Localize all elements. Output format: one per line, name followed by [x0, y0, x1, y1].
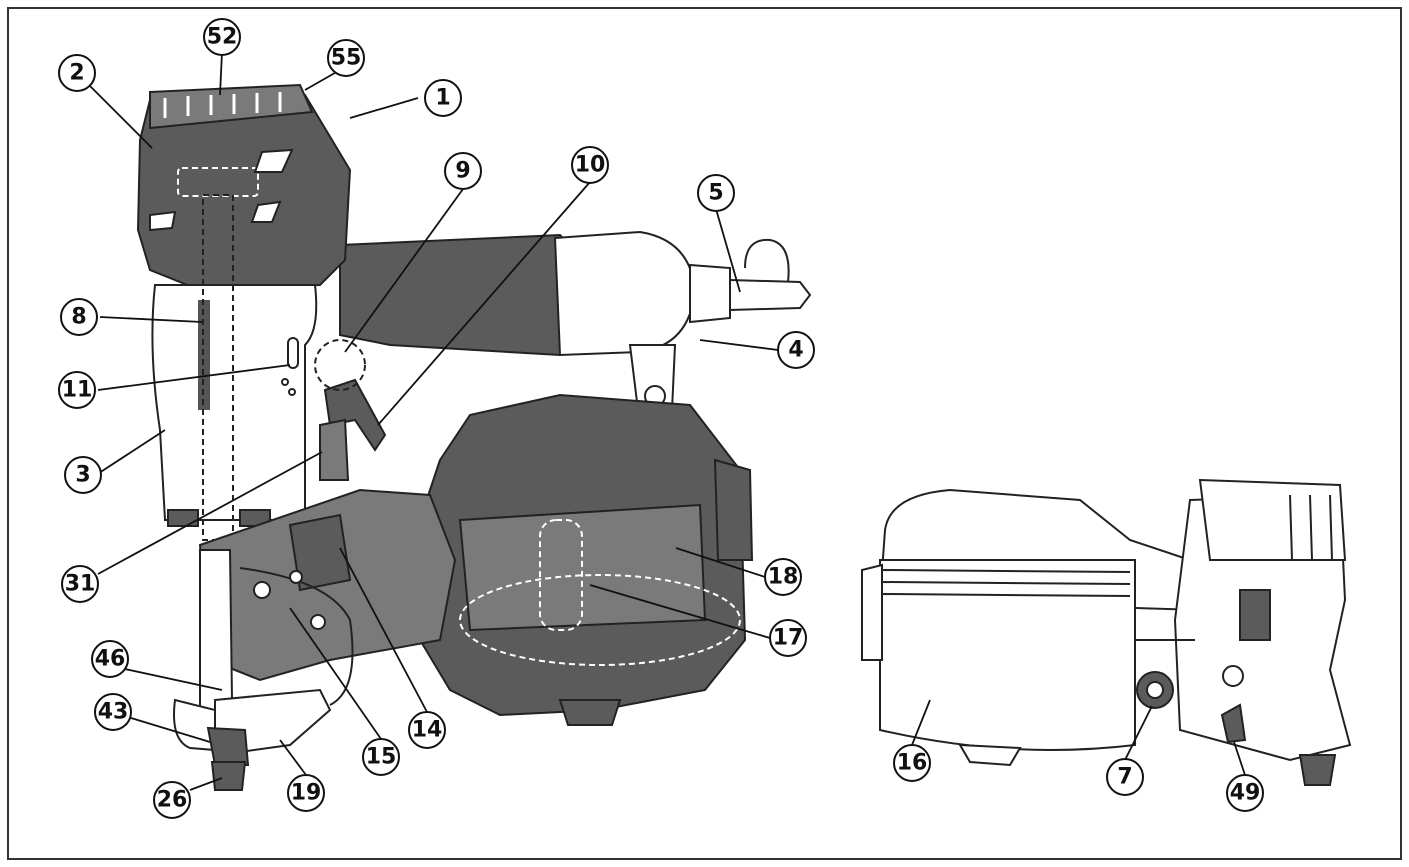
leader-lines — [85, 51, 1246, 791]
tool-rear-view — [861, 478, 1352, 786]
magazine-nail-coil-outline — [459, 574, 741, 666]
rear-lever — [1220, 703, 1247, 744]
magazine-base — [558, 699, 622, 726]
feeder-screw-1 — [253, 581, 271, 599]
exhaust-top — [149, 83, 314, 130]
svg-text:15: 15 — [366, 745, 397, 770]
svg-text:1: 1 — [435, 86, 450, 111]
svg-text:46: 46 — [95, 647, 126, 672]
callout-7: 7 — [1106, 758, 1144, 796]
exhaust-window-2 — [253, 148, 294, 173]
callout-52: 52 — [203, 18, 241, 56]
exhaust-window-1 — [149, 210, 177, 232]
svg-text:9: 9 — [455, 159, 470, 184]
feeder-screw-3 — [289, 570, 303, 584]
trigger-detail-circle — [314, 339, 366, 391]
adjuster-knob — [287, 337, 299, 369]
svg-text:3: 3 — [75, 463, 90, 488]
svg-text:14: 14 — [412, 718, 443, 743]
feeder-screw-2 — [310, 614, 326, 630]
svg-text:26: 26 — [157, 788, 188, 813]
air-plug-body — [689, 263, 731, 324]
rear-magazine-ridges — [881, 569, 1131, 597]
svg-text:31: 31 — [65, 572, 96, 597]
callout-31: 31 — [61, 565, 99, 603]
svg-text:49: 49 — [1230, 781, 1261, 806]
tool-side-view — [136, 83, 812, 791]
callout-49: 49 — [1226, 774, 1264, 812]
rear-adjust-knob-center — [1146, 681, 1164, 699]
svg-text:11: 11 — [62, 378, 93, 403]
callout-43: 43 — [94, 693, 132, 731]
callout-1: 1 — [424, 79, 462, 117]
adjuster-dot-1 — [281, 378, 289, 386]
svg-text:18: 18 — [768, 565, 799, 590]
handle-grip — [339, 233, 576, 357]
body-feet — [167, 509, 271, 527]
svg-text:52: 52 — [207, 25, 238, 50]
svg-text:7: 7 — [1117, 765, 1132, 790]
callout-2: 2 — [58, 54, 96, 92]
body-cylinder — [151, 284, 318, 521]
callout-26: 26 — [153, 781, 191, 819]
callout-17: 17 — [769, 619, 807, 657]
callout-8: 8 — [60, 298, 98, 336]
svg-text:16: 16 — [897, 751, 928, 776]
air-plug-fitting — [729, 279, 812, 311]
svg-text:19: 19 — [291, 781, 322, 806]
svg-text:17: 17 — [773, 626, 804, 651]
callout-5: 5 — [697, 174, 735, 212]
exhaust-window-3 — [250, 200, 282, 223]
rear-head-fins — [1289, 494, 1333, 561]
nose-tip-base — [210, 761, 247, 791]
handle-end-cap — [553, 230, 697, 357]
callout-9: 9 — [444, 152, 482, 190]
svg-text:43: 43 — [98, 700, 129, 725]
svg-text:8: 8 — [71, 305, 86, 330]
callout-4: 4 — [777, 331, 815, 369]
callout-46: 46 — [91, 640, 129, 678]
svg-text:4: 4 — [788, 338, 803, 363]
rear-nose-tip — [1298, 754, 1337, 786]
air-plug-cap-loop — [744, 238, 790, 283]
svg-text:10: 10 — [575, 153, 606, 178]
magazine-cover-panel — [458, 503, 707, 632]
adjuster-dot-2 — [288, 388, 296, 396]
magazine-latch — [713, 458, 754, 561]
magazine-window-outline — [539, 519, 583, 631]
callout-15: 15 — [362, 738, 400, 776]
feeder-piston-cover — [288, 513, 352, 592]
rear-window — [1239, 589, 1271, 641]
rear-magazine — [879, 559, 1136, 751]
rear-magazine-foot — [958, 743, 1022, 767]
callout-55: 55 — [327, 39, 365, 77]
svg-text:5: 5 — [708, 181, 723, 206]
callout-3: 3 — [64, 456, 102, 494]
rear-magazine-side-latch — [861, 563, 883, 661]
callout-14: 14 — [408, 711, 446, 749]
callout-11: 11 — [58, 371, 96, 409]
callout-19: 19 — [287, 774, 325, 812]
svg-text:55: 55 — [331, 46, 362, 71]
contact-arm-loop — [173, 698, 216, 752]
exhaust-vents — [163, 92, 282, 118]
callout-18: 18 — [764, 558, 802, 596]
svg-text:2: 2 — [69, 61, 84, 86]
rear-screw — [1222, 665, 1244, 687]
callout-10: 10 — [571, 146, 609, 184]
callout-16: 16 — [893, 744, 931, 782]
nose-tip — [206, 726, 250, 766]
trigger-lock — [319, 418, 350, 481]
rear-tool-head — [1198, 478, 1347, 561]
